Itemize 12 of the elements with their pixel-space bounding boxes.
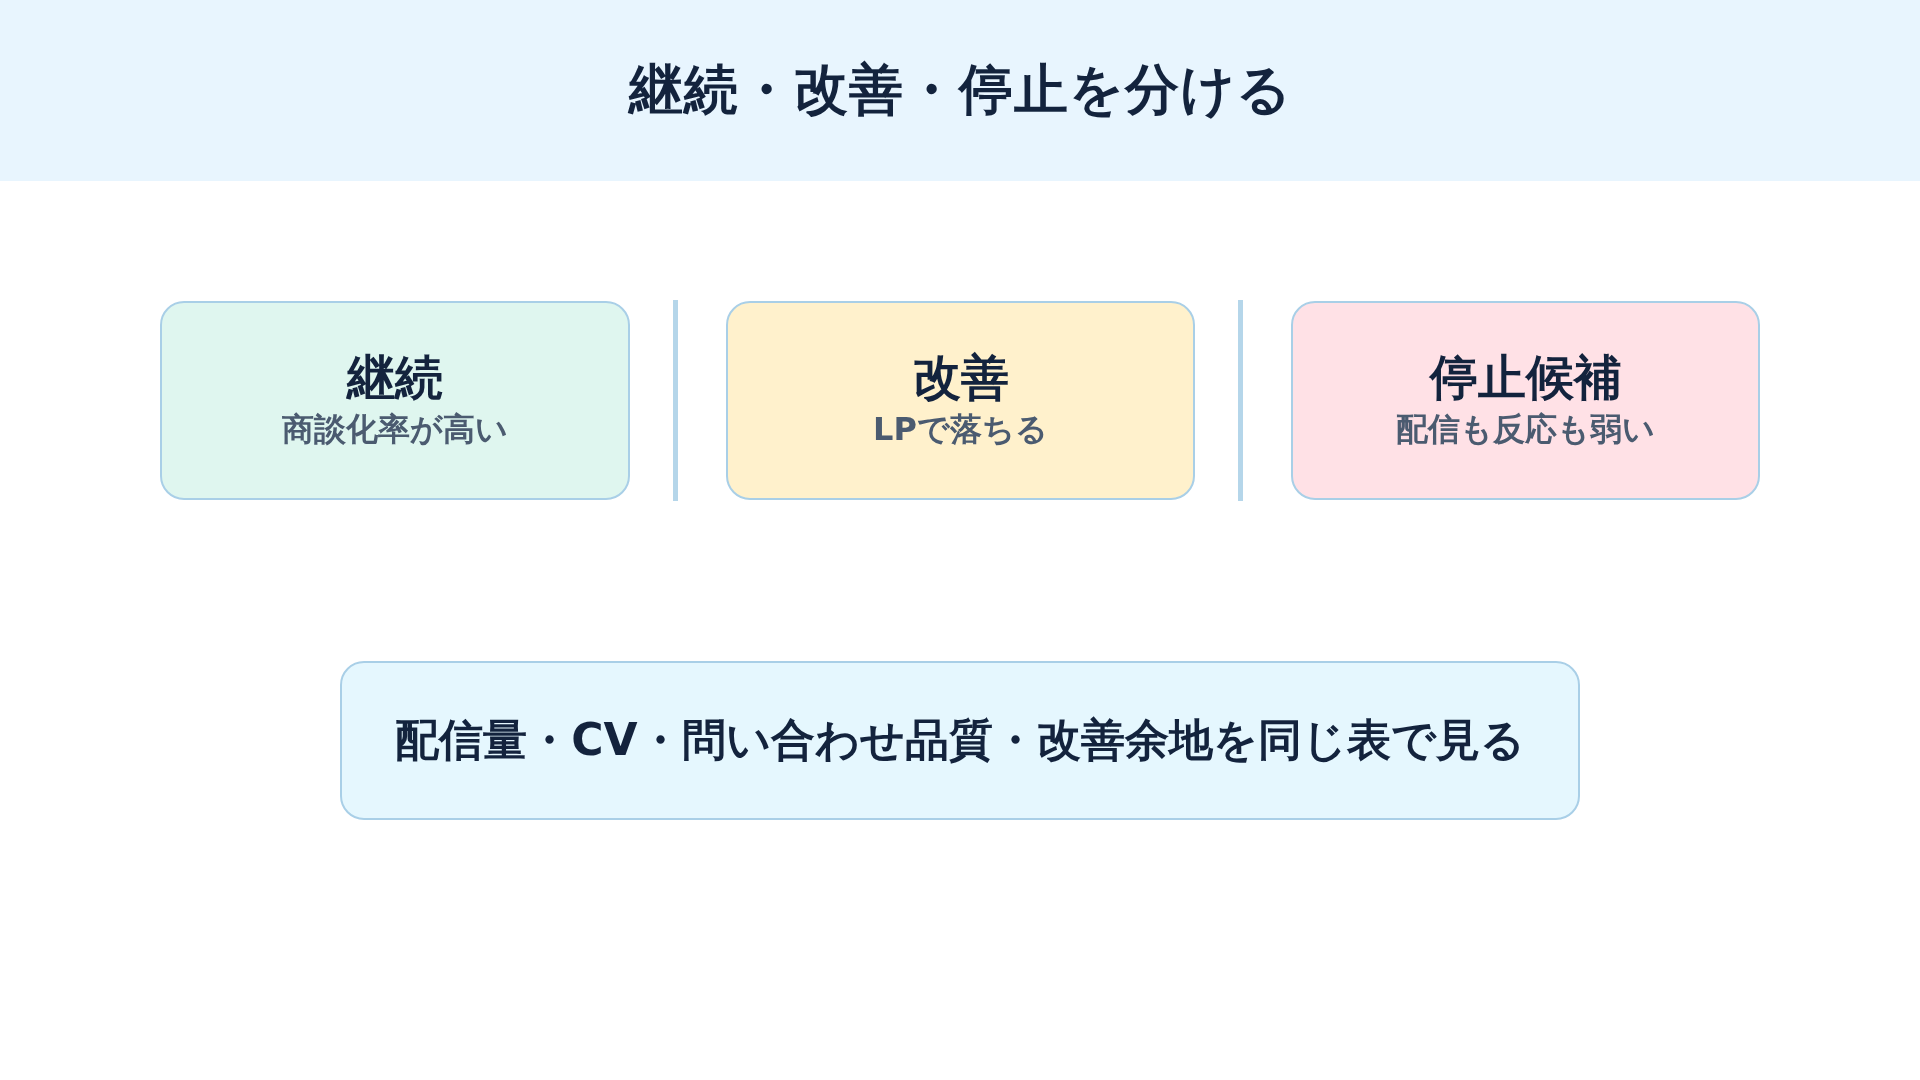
category-card <box>1291 301 1760 500</box>
card-subtitle: 配信も反応も弱い <box>1396 409 1655 451</box>
card-heading: 改善 <box>912 350 1009 406</box>
card-heading: 停止候補 <box>1429 350 1622 406</box>
title: 継続・改善・停止を分ける <box>628 58 1292 123</box>
category-card <box>726 301 1195 500</box>
card-heading: 継続 <box>347 350 443 406</box>
summary-panel <box>340 661 1580 820</box>
card-subtitle: LPで落ちる <box>873 409 1048 451</box>
summary-text: 配信量・CV・問い合わせ品質・改善余地を同じ表で見る <box>395 713 1525 767</box>
category-card <box>160 301 630 500</box>
card-subtitle: 商談化率が高い <box>282 409 508 451</box>
